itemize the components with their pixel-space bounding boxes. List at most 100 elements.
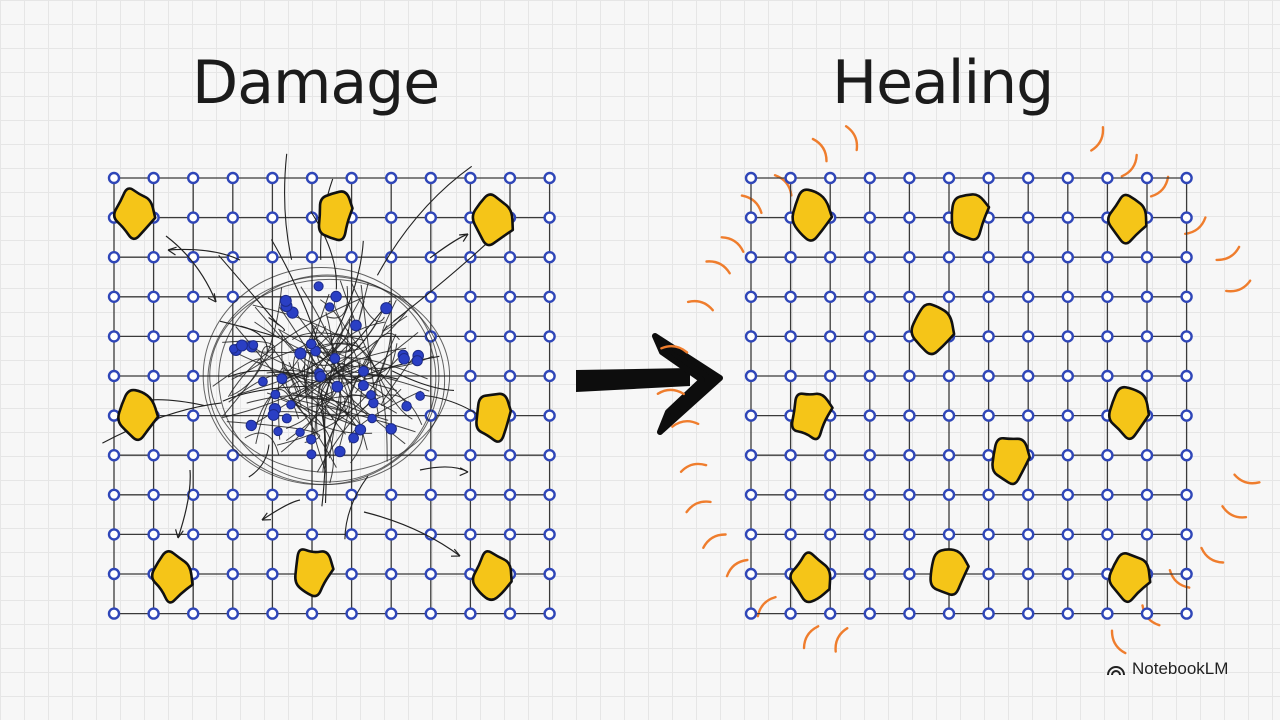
displaced-atom bbox=[245, 419, 257, 432]
lattice-node bbox=[147, 528, 160, 541]
lattice-node bbox=[464, 528, 477, 541]
lattice-node bbox=[982, 567, 995, 581]
displaced-atom bbox=[415, 391, 425, 401]
lattice-node bbox=[1021, 409, 1035, 422]
lattice-node bbox=[385, 528, 398, 541]
lattice-node bbox=[1101, 369, 1114, 383]
lattice-node bbox=[107, 607, 121, 620]
lattice-node bbox=[1140, 251, 1154, 264]
lattice-node bbox=[385, 171, 398, 185]
lattice-node bbox=[226, 488, 240, 501]
lattice-node bbox=[543, 251, 556, 264]
lattice-node bbox=[1061, 369, 1075, 383]
damage-scribble-stroke bbox=[375, 333, 397, 397]
lattice-node bbox=[186, 251, 200, 264]
lattice-node bbox=[863, 488, 876, 501]
damage-scribble-stroke bbox=[269, 411, 308, 429]
lattice-node bbox=[503, 290, 517, 303]
damage-scribble-stroke bbox=[281, 334, 373, 434]
lattice-node bbox=[744, 330, 758, 343]
lattice-node bbox=[903, 449, 916, 462]
lattice-node bbox=[903, 528, 916, 541]
lattice-node bbox=[824, 607, 837, 620]
healing-glow-stroke bbox=[720, 236, 745, 253]
lattice-node bbox=[784, 171, 797, 185]
displaced-atom bbox=[313, 281, 324, 292]
lattice-node bbox=[903, 290, 916, 303]
lattice-node bbox=[982, 607, 995, 620]
lattice-node bbox=[107, 251, 121, 264]
healing-glow-stroke bbox=[679, 462, 708, 473]
lattice-node bbox=[186, 607, 200, 620]
lattice-node bbox=[1140, 488, 1154, 501]
lattice-node bbox=[1140, 369, 1154, 383]
lattice-node bbox=[543, 488, 556, 501]
notebooklm-logo-icon bbox=[1107, 666, 1125, 676]
lattice-node bbox=[226, 211, 240, 224]
lattice-node bbox=[1021, 330, 1035, 343]
damage-arrow-line bbox=[165, 235, 217, 303]
lattice-node bbox=[543, 330, 556, 343]
damage-scribble-ring bbox=[202, 266, 440, 486]
damage-scribble-stroke bbox=[335, 401, 370, 418]
damage-crack-line bbox=[353, 374, 399, 380]
lattice-node bbox=[305, 528, 319, 541]
healing-glow-stroke bbox=[1090, 126, 1105, 152]
lattice-node bbox=[424, 488, 437, 501]
lattice-node bbox=[345, 528, 358, 541]
lattice-node bbox=[543, 449, 556, 462]
damage-crack-line bbox=[102, 402, 222, 444]
inclusion-blob bbox=[1108, 552, 1152, 604]
displaced-atom bbox=[366, 390, 376, 400]
lattice-node bbox=[824, 290, 837, 303]
lattice-node bbox=[942, 488, 956, 501]
displaced-atom bbox=[248, 340, 259, 350]
lattice-node bbox=[1140, 449, 1154, 462]
inclusion-blob bbox=[929, 548, 970, 597]
lattice-node bbox=[305, 171, 319, 185]
damage-scribble-stroke bbox=[317, 394, 378, 429]
healing-glow-stroke bbox=[1233, 473, 1261, 485]
lattice-node bbox=[903, 409, 916, 422]
lattice-node bbox=[744, 528, 758, 541]
damage-scribble-stroke bbox=[337, 357, 428, 380]
lattice-node bbox=[503, 607, 517, 620]
lattice-node bbox=[186, 409, 200, 422]
lattice-node bbox=[385, 567, 398, 581]
lattice-node bbox=[863, 528, 876, 541]
damage-scribble-stroke bbox=[276, 322, 393, 446]
transition-arrow bbox=[576, 333, 723, 435]
lattice-node bbox=[744, 409, 758, 422]
inclusion-blob bbox=[471, 193, 515, 247]
lattice-node bbox=[464, 488, 477, 501]
lattice-node bbox=[903, 171, 916, 185]
lattice-node bbox=[1180, 251, 1193, 264]
lattice-node bbox=[1140, 171, 1154, 185]
displaced-atom bbox=[329, 353, 341, 364]
damage-crack-line bbox=[320, 395, 327, 504]
lattice-node bbox=[147, 488, 160, 501]
healing-glow-stroke bbox=[656, 388, 685, 396]
healing-glow-stroke bbox=[1184, 216, 1207, 235]
lattice-node bbox=[784, 607, 797, 620]
healing-inclusions bbox=[789, 188, 1152, 604]
damage-scribble-ring bbox=[209, 278, 451, 473]
damage-crack-line bbox=[248, 444, 270, 478]
lattice-node bbox=[1061, 567, 1075, 581]
lattice-node bbox=[186, 488, 200, 501]
lattice-node bbox=[1180, 567, 1193, 581]
lattice-node bbox=[1021, 567, 1035, 581]
displaced-atom bbox=[358, 365, 369, 377]
lattice-node bbox=[982, 290, 995, 303]
displaced-atom bbox=[348, 432, 359, 444]
inclusion-blob bbox=[789, 551, 832, 604]
lattice-node bbox=[824, 449, 837, 462]
inclusion-blob bbox=[1106, 193, 1148, 245]
lattice-node bbox=[147, 330, 160, 343]
damage-scribble-stroke bbox=[260, 345, 302, 398]
lattice-node bbox=[784, 251, 797, 264]
lattice-node bbox=[186, 369, 200, 383]
lattice-node bbox=[903, 211, 916, 224]
lattice-node bbox=[385, 211, 398, 224]
inclusion-blob bbox=[471, 549, 513, 602]
